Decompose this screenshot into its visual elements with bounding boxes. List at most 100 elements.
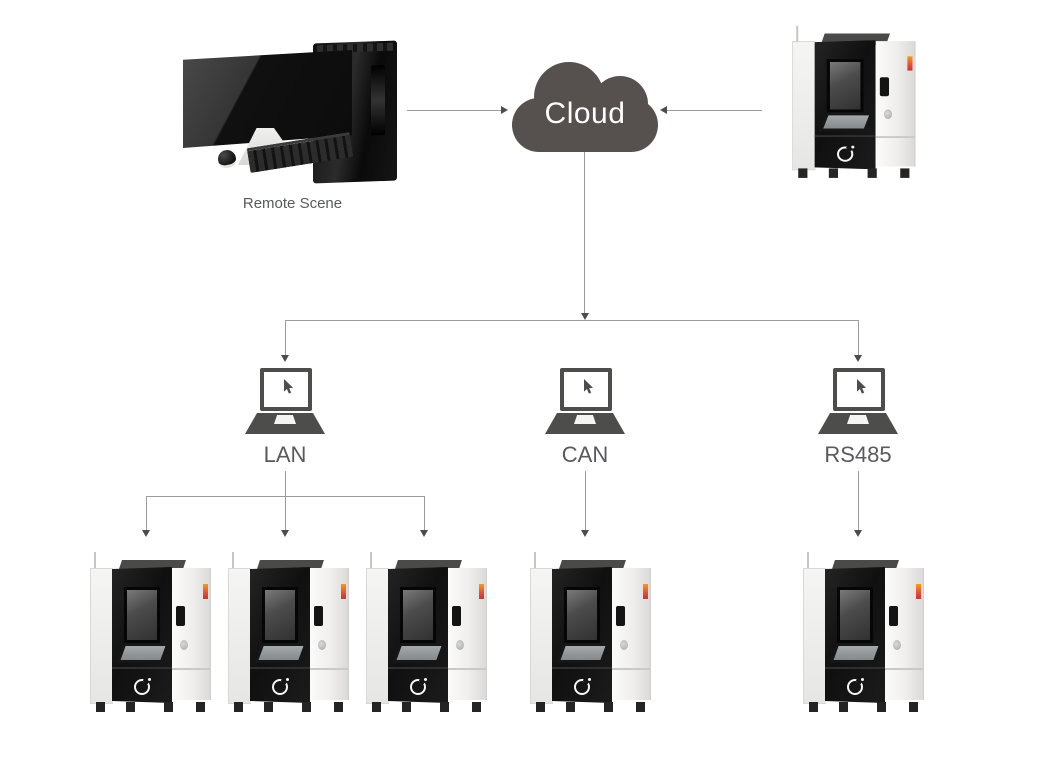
connector-drop-rs485 <box>858 320 859 360</box>
test-chamber-icon <box>360 550 492 714</box>
chamber-side-port <box>616 606 625 626</box>
chamber-left-panel <box>803 568 826 704</box>
cursor-arrow-icon <box>584 379 593 394</box>
chamber-side-panel <box>448 568 487 700</box>
laptop-screen <box>260 368 312 411</box>
chamber-side-hole <box>318 640 326 650</box>
laptop-base-notch <box>574 415 596 424</box>
chamber-front-panel <box>552 567 612 703</box>
test-chamber-icon <box>222 550 354 714</box>
chamber-foot <box>636 702 645 712</box>
chamber-foot <box>798 168 808 178</box>
chamber-seam <box>448 668 486 670</box>
arrowhead-down <box>854 530 862 537</box>
chamber-window <box>400 587 436 643</box>
laptop-screen <box>560 368 612 411</box>
laptop-icon <box>245 368 325 440</box>
chamber-side-panel <box>612 568 651 700</box>
chamber-side-panel <box>172 568 211 700</box>
chamber-seam <box>388 667 448 669</box>
chamber-touchscreen <box>254 643 308 663</box>
arrowhead-down <box>581 313 589 320</box>
chamber-touchscreen <box>829 643 883 663</box>
chamber-left-panel <box>366 568 389 704</box>
chamber-foot <box>867 168 877 178</box>
chamber-side-port <box>176 606 185 626</box>
chamber-window <box>826 59 864 113</box>
chamber-front-panel <box>388 567 448 703</box>
can-label: CAN <box>561 442 609 467</box>
test-chamber-icon <box>786 24 921 180</box>
chamber-foot <box>96 702 105 712</box>
chamber-seam <box>612 668 650 670</box>
chamber-front-panel <box>825 567 885 703</box>
cloud-label: Cloud <box>544 97 626 130</box>
desktop-computer-icon <box>180 38 405 188</box>
connector-chamber-to-cloud <box>667 110 762 111</box>
arrowhead-down <box>581 530 589 537</box>
connector-pc-to-cloud <box>407 110 501 111</box>
chamber-touchscreen <box>116 643 170 663</box>
arrowhead-down <box>854 355 862 362</box>
laptop-icon <box>545 368 625 440</box>
warning-sticker <box>479 584 484 599</box>
chamber-window <box>124 587 160 643</box>
chamber-window <box>564 587 600 643</box>
warning-sticker <box>341 584 346 599</box>
brand-logo-icon <box>272 678 289 695</box>
connector-rs485-stem <box>858 471 859 530</box>
chamber-left-panel <box>228 568 251 704</box>
chamber-foot <box>900 168 910 178</box>
warning-sticker <box>907 56 913 71</box>
arrowhead-right <box>501 106 508 114</box>
laptop-icon <box>818 368 898 440</box>
chamber-side-hole <box>883 109 893 119</box>
connector-drop-lan <box>285 320 286 360</box>
arrowhead-down <box>281 355 289 362</box>
chamber-foot <box>809 702 818 712</box>
test-chamber-icon <box>524 550 656 714</box>
test-chamber-icon <box>797 550 929 714</box>
chamber-side-panel <box>875 41 916 167</box>
connector-cloud-stem <box>584 152 585 314</box>
chamber-touchscreen <box>392 643 446 663</box>
chamber-foot <box>264 702 273 712</box>
chamber-side-panel <box>885 568 924 700</box>
chamber-foot <box>440 702 449 712</box>
laptop-base-notch <box>847 415 869 424</box>
cloud-body <box>512 98 658 152</box>
lan-label: LAN <box>263 442 307 467</box>
chamber-foot <box>839 702 848 712</box>
arrowhead-down <box>142 530 150 537</box>
chamber-seam <box>552 667 612 669</box>
chamber-side-port <box>314 606 323 626</box>
brand-logo-icon <box>847 678 864 695</box>
chamber-side-port <box>889 606 898 626</box>
chamber-left-panel <box>792 41 816 171</box>
chamber-side-port <box>879 77 890 97</box>
chamber-foot <box>536 702 545 712</box>
chamber-side-hole <box>893 640 901 650</box>
chamber-foot <box>234 702 243 712</box>
warning-sticker <box>643 584 648 599</box>
laptop-screen <box>833 368 885 411</box>
chamber-side-hole <box>180 640 188 650</box>
chamber-seam <box>875 136 915 138</box>
pc-mouse <box>216 148 238 170</box>
chamber-foot <box>164 702 173 712</box>
chamber-foot <box>566 702 575 712</box>
chamber-foot <box>402 702 411 712</box>
chamber-foot <box>472 702 481 712</box>
brand-logo-icon <box>134 678 151 695</box>
connector-lan-bus <box>146 496 425 497</box>
brand-logo-icon <box>837 145 855 162</box>
chamber-foot <box>126 702 135 712</box>
chamber-seam <box>172 668 210 670</box>
chamber-seam <box>885 668 923 670</box>
chamber-foot <box>302 702 311 712</box>
chamber-left-panel <box>530 568 553 704</box>
chamber-foot <box>334 702 343 712</box>
arrowhead-down <box>420 530 428 537</box>
chamber-seam <box>250 667 310 669</box>
connector-lan-drop-1 <box>146 496 147 530</box>
